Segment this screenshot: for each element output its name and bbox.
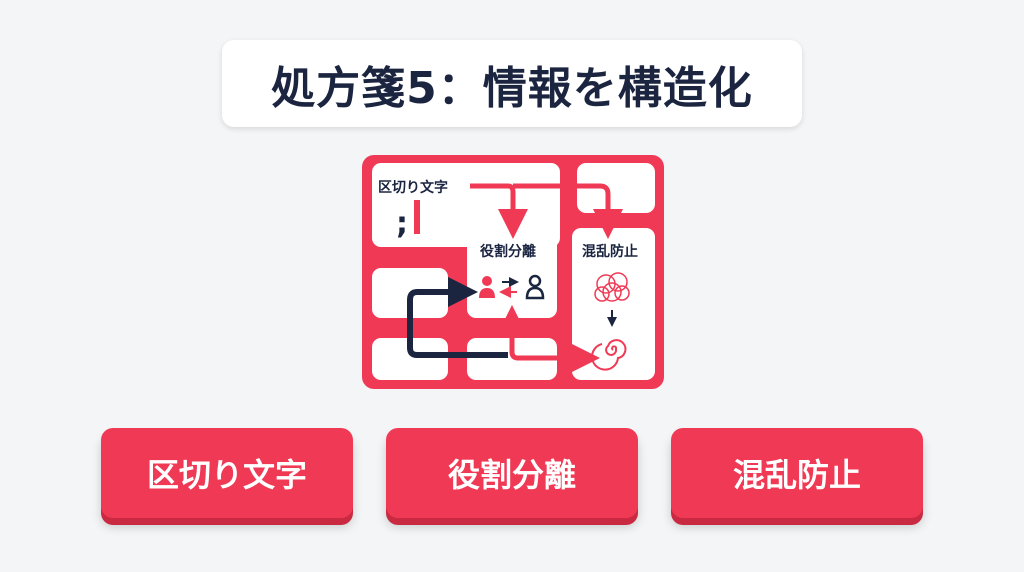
- confusion-label: 混乱防止: [582, 243, 638, 260]
- role-separation-button[interactable]: 役割分離: [386, 428, 638, 518]
- pipe-symbol-icon: [414, 200, 420, 234]
- role-label: 役割分離: [480, 243, 536, 260]
- confusion-prevention-button[interactable]: 混乱防止: [671, 428, 923, 518]
- user-filled-icon: [479, 276, 495, 298]
- navy-arrow: [407, 277, 508, 358]
- red-arrows: [470, 183, 623, 373]
- tangle-icon: [594, 272, 630, 302]
- delimiter-label: 区切り文字: [378, 179, 448, 196]
- swap-arrows-icon: [499, 277, 519, 298]
- delimiter-button[interactable]: 区切り文字: [101, 428, 353, 518]
- delimiter-symbols-icon: ;: [396, 206, 408, 241]
- spiral-icon: [591, 339, 627, 371]
- user-outline-icon: [525, 274, 545, 300]
- page-title: 処方箋5：情報を構造化: [222, 40, 802, 127]
